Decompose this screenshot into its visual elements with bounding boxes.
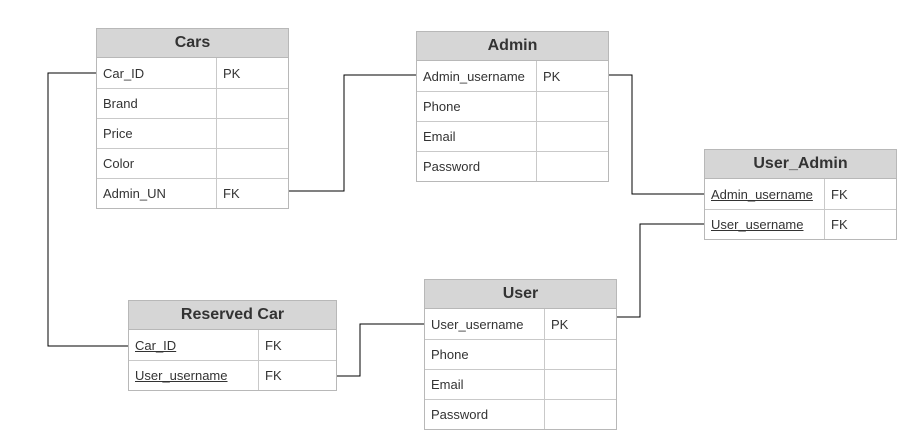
table-row: Password <box>417 151 608 181</box>
field-name: User_username <box>129 361 259 390</box>
field-name: User_username <box>705 210 825 239</box>
key-badge <box>545 340 551 369</box>
key-badge: PK <box>223 65 241 81</box>
entity-admin[interactable]: Admin Admin_username PK Phone Email Pass… <box>416 31 609 182</box>
key-badge: FK <box>831 217 848 232</box>
entity-title: Cars <box>97 29 288 58</box>
field-name: Admin_UN <box>97 179 217 208</box>
table-row: Admin_UN FK <box>97 178 288 208</box>
entity-user[interactable]: User User_username PK Phone Email Passwo… <box>424 279 617 430</box>
key-badge <box>217 149 223 178</box>
key-badge <box>217 89 223 118</box>
table-row: Phone <box>425 339 616 369</box>
field-name: Phone <box>417 92 537 121</box>
table-row: Email <box>425 369 616 399</box>
entity-title: Admin <box>417 32 608 61</box>
field-name: Car_ID <box>129 330 259 360</box>
table-row: Admin_username PK <box>417 61 608 91</box>
table-row: Admin_username FK <box>705 179 896 209</box>
table-row: User_username FK <box>705 209 896 239</box>
field-name: Email <box>417 122 537 151</box>
field-name: Admin_username <box>417 61 537 91</box>
field-name: User_username <box>425 309 545 339</box>
table-row: Brand <box>97 88 288 118</box>
field-name: Color <box>97 149 217 178</box>
table-row: Password <box>425 399 616 429</box>
entity-reserved-car[interactable]: Reserved Car Car_ID FK User_username FK <box>128 300 337 391</box>
key-badge <box>217 119 223 148</box>
field-name: Brand <box>97 89 217 118</box>
connector-user-user-admin <box>616 223 704 318</box>
key-badge <box>537 152 543 181</box>
field-name: Email <box>425 370 545 399</box>
table-row: Phone <box>417 91 608 121</box>
field-name: Password <box>425 400 545 429</box>
table-row: User_username PK <box>425 309 616 339</box>
key-badge <box>545 400 551 429</box>
field-name: Price <box>97 119 217 148</box>
field-name: Car_ID <box>97 58 217 88</box>
table-row: Color <box>97 148 288 178</box>
connector-cars-admin <box>288 74 416 192</box>
field-name: Admin_username <box>705 179 825 209</box>
key-badge: PK <box>551 316 569 332</box>
entity-title: User <box>425 280 616 309</box>
key-badge: FK <box>265 368 282 383</box>
table-row: User_username FK <box>129 360 336 390</box>
key-badge: PK <box>543 68 561 84</box>
table-row: Price <box>97 118 288 148</box>
key-badge <box>537 92 543 121</box>
key-badge: FK <box>831 186 848 202</box>
entity-title: User_Admin <box>705 150 896 179</box>
table-row: Email <box>417 121 608 151</box>
table-row: Car_ID FK <box>129 330 336 360</box>
key-badge <box>545 370 551 399</box>
entity-cars[interactable]: Cars Car_ID PK Brand Price Color Admin_U… <box>96 28 289 209</box>
connector-admin-user-admin <box>608 74 704 195</box>
entity-user-admin[interactable]: User_Admin Admin_username FK User_userna… <box>704 149 897 240</box>
entity-title: Reserved Car <box>129 301 336 330</box>
connector-reserved-car-user <box>336 323 424 377</box>
key-badge: FK <box>265 337 282 353</box>
table-row: Car_ID PK <box>97 58 288 88</box>
key-badge <box>537 122 543 151</box>
field-name: Password <box>417 152 537 181</box>
field-name: Phone <box>425 340 545 369</box>
key-badge: FK <box>223 186 240 201</box>
